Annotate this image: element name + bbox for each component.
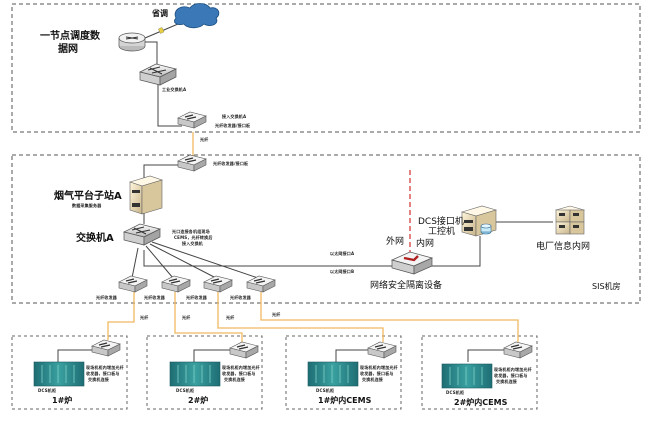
fiber-label-top: 光纤 [200,137,209,142]
isolation-link-top-label: 以太网接口A [330,251,355,256]
unit-1-panel-icon [33,361,85,387]
platform-server-icon [129,175,163,215]
fiber-label-3: 光纤 [226,315,235,320]
unit-4-note-3: 交换机连接 [496,379,517,384]
fiber-unit1 [107,292,135,340]
switch-a-note-1: 光口连接各机组现场 [172,229,210,234]
link-fiber-server [143,164,188,182]
sis-fiber-switch-label: 光纤收发器/接口板 [213,161,249,166]
isolation-link-bottom-label: 以太网接口B [330,269,355,274]
unit-2-boundary [146,335,263,410]
link-switch-isolation [143,250,396,267]
fiber-unit2 [174,292,243,342]
link-router-switch [145,41,158,68]
unit-4-title: 2#炉内CEMS [454,398,508,407]
dcs-label-1: DCS接口机 [418,217,464,227]
plant-network-servers-icon [554,205,586,235]
access-switch-4-icon [246,275,276,293]
unit-1-fiber-switch-icon [91,339,121,357]
unit-4-panel-label: DCS机柜 [446,390,465,395]
unit-4-note-2: 收发器，接口板与 [494,373,528,378]
router-icon [118,32,146,52]
link-sw-ac1 [131,247,139,279]
unit-2-fiber-switch-icon [229,341,259,359]
link-switch-gateway [157,84,182,127]
link-sw-ac3 [149,243,217,279]
switch-a-note-3: 接入交换机 [182,241,203,246]
plant-network-label: 电厂信息内网 [536,242,591,252]
unit-1-title: 1#炉 [52,396,73,405]
unit-3-note-2: 收发器，接口板与 [360,371,394,376]
dispatch-network-title-line1: 一节点调度数 [40,31,100,42]
unit-3-boundary [285,335,402,410]
link-unit3-internal [335,349,368,362]
firewall-link-icon [158,27,165,34]
sis-zone-boundary [11,154,641,304]
unit-2-title: 2#炉 [188,396,209,405]
fiber-label-1: 光纤 [140,315,149,320]
outer-network-label: 外网 [386,237,405,247]
switch-a-label: 交换机A [76,233,114,244]
unit-2-panel-icon [169,361,221,387]
province-dispatch-cloud-icon [174,3,220,29]
gateway-switch-label-2: 光纤收发器/接口板 [215,123,251,128]
dcs-label-2: 工控机 [428,227,456,237]
dcs-workstation-icon [460,205,498,237]
link-sw-ac4 [151,241,259,279]
unit-3-panel-icon [307,361,359,387]
inner-network-label: 内网 [416,239,435,249]
unit-3-note-3: 交换机连接 [362,377,383,382]
fiber-label-2: 光纤 [182,315,191,320]
gateway-switch-label-1: 接入交换机A [222,114,247,119]
unit-2-note-1: 现场机柜内增加光纤 [222,365,260,370]
dispatch-zone-boundary [11,3,641,133]
unit-4-fiber-switch-icon [503,341,533,359]
isolation-device-label: 网络安全隔离设备 [370,281,443,291]
link-unit1-internal [57,349,92,362]
gateway-fiber-switch-icon [177,111,207,129]
switch-a-note-2: CEMS，光纤转换后 [174,235,213,240]
fiber-unit3 [217,292,384,342]
unit-4-panel-icon [441,363,493,389]
unit-1-note-2: 收发器，接口板与 [86,371,120,376]
unit-3-fiber-switch-icon [367,341,397,359]
sis-fiber-switch-icon [177,154,207,172]
unit-3-panel-label: DCS机柜 [316,388,335,393]
dispatch-switch-icon [139,63,177,86]
unit-2-note-2: 收发器，接口板与 [222,371,256,376]
isolation-device-icon [390,251,434,275]
unit-2-note-3: 交换机连接 [224,377,245,382]
platform-server-sublabel: 数据采集服务器 [72,203,102,208]
switch-a-icon [123,223,161,246]
cloud-label: 省调 [152,9,168,18]
fiber-unit4 [260,292,519,342]
unit-4-note-1: 现场机柜内增加光纤 [494,367,532,372]
unit-1-panel-label: DCS机柜 [38,388,57,393]
link-unit2-internal [193,349,232,362]
link-isolation-dcs [432,236,481,267]
unit-3-note-1: 现场机柜内增加光纤 [360,365,398,370]
sis-room-label: SIS机房 [592,282,621,291]
unit-1-note-3: 交换机连接 [88,377,109,382]
access-switch-2-label: 光纤收发器 [144,295,165,300]
access-switch-1-icon [118,275,148,293]
unit-1-note-1: 现场机柜内增加光纤 [86,365,124,370]
platform-server-label: 烟气平台子站A [54,191,122,202]
access-switch-3-label: 光纤收发器 [186,295,207,300]
unit-3-title: 1#炉内CEMS [318,396,372,405]
unit-1-boundary [11,335,128,410]
access-switch-4-label: 光纤收发器 [230,295,251,300]
access-switch-2-icon [161,275,191,293]
dispatch-network-title-line2: 据网 [58,44,78,55]
dispatch-switch-label: 工业交换机A [162,87,187,92]
link-unit4-internal [467,349,506,362]
unit-4-boundary [421,335,538,410]
link-sw-ac2 [145,245,174,279]
unit-2-panel-label: DCS机柜 [176,388,195,393]
fiber-label-4: 光纤 [272,312,281,317]
access-switch-1-label: 光纤收发器 [96,295,117,300]
access-switch-3-icon [203,275,233,293]
